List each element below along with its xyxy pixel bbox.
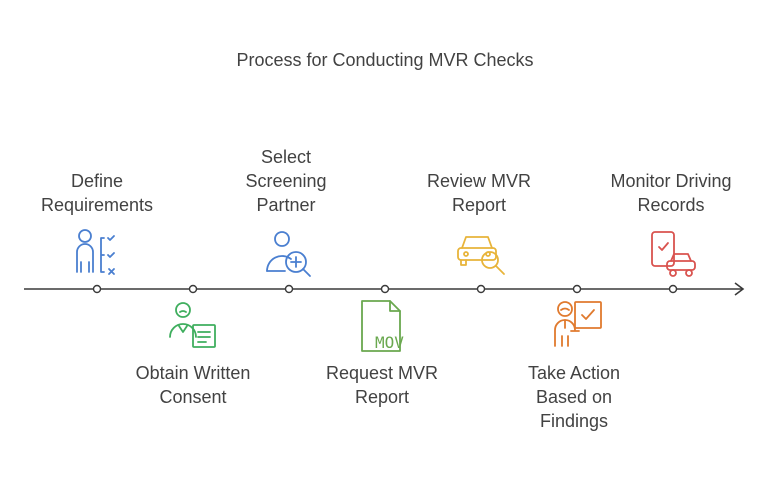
step-label-obtain-written-consent: Obtain Written Consent xyxy=(135,363,251,407)
person-search-icon xyxy=(266,231,311,277)
car-search-icon xyxy=(457,236,505,275)
step-node-5 xyxy=(476,284,486,294)
checklist-person-icon xyxy=(76,229,115,275)
step-node-7 xyxy=(668,284,678,294)
step-label-review-mvr-report: Review MVR Report xyxy=(426,171,532,215)
step-label-define-requirements: Define Requirements xyxy=(40,171,154,215)
mov-text: MOV xyxy=(375,333,404,352)
step-label-take-action: Take Action Based on Findings xyxy=(527,363,621,431)
step-node-2 xyxy=(188,284,198,294)
person-document-icon xyxy=(169,302,216,348)
person-board-icon xyxy=(554,301,602,347)
step-node-6 xyxy=(572,284,582,294)
step-label-monitor-driving-records: Monitor Driving Records xyxy=(610,171,732,215)
step-node-4 xyxy=(380,284,390,294)
step-node-3 xyxy=(284,284,294,294)
step-label-select-screening-partner: Select Screening Partner xyxy=(245,147,327,215)
phone-car-icon xyxy=(651,231,696,277)
arrow-head-icon xyxy=(734,282,745,296)
file-mov-icon: MOV xyxy=(361,300,404,352)
diagram-title: Process for Conducting MVR Checks xyxy=(236,50,534,70)
step-node-1 xyxy=(92,284,102,294)
step-label-request-mvr-report: Request MVR Report xyxy=(325,363,439,407)
